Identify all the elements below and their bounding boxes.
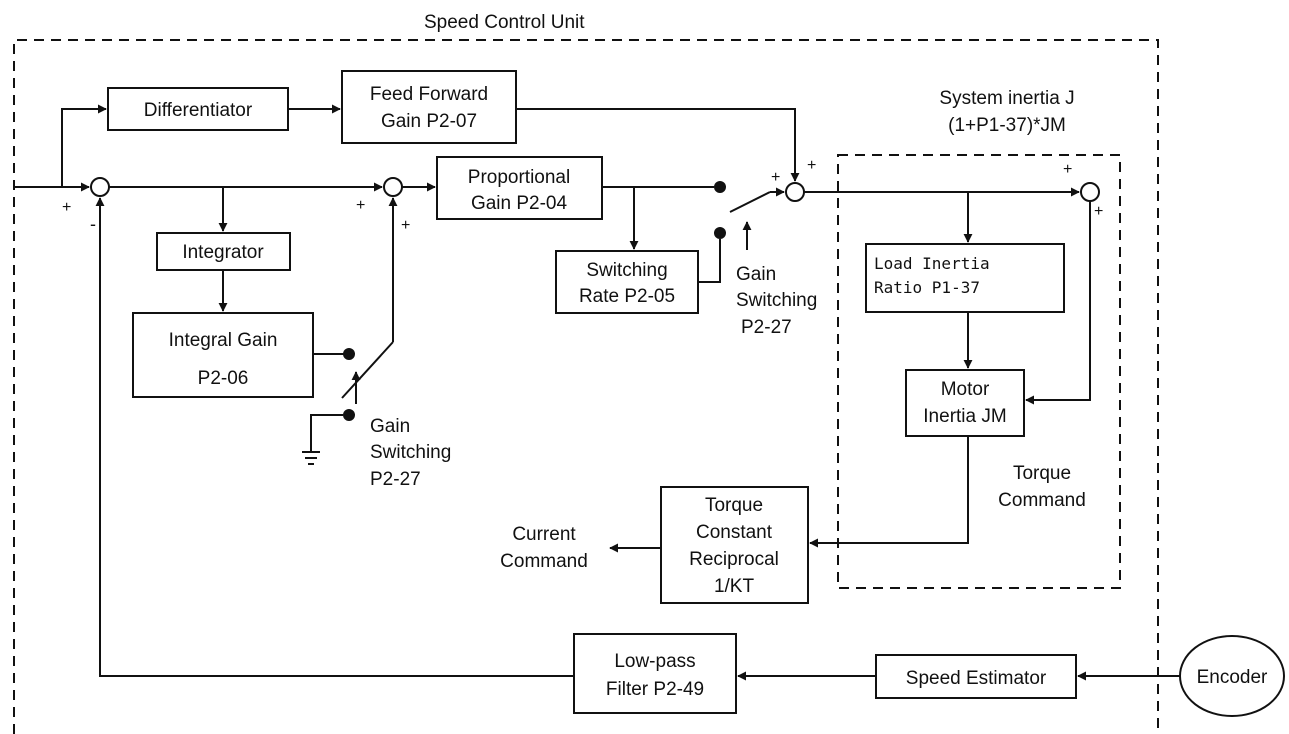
summing-junction-4 bbox=[1080, 182, 1100, 202]
system-inertia-title-2: (1+P1-37)*JM bbox=[948, 115, 1066, 136]
load-inertia-label-2: Ratio P1-37 bbox=[874, 278, 980, 297]
speed-control-unit-boundary bbox=[13, 39, 1159, 734]
sign-plus-sj3-top: + bbox=[807, 157, 816, 174]
low-pass-label-1: Low-pass bbox=[614, 651, 695, 672]
low-pass-label-2: Filter P2-49 bbox=[606, 679, 704, 700]
sign-plus-sj1: + bbox=[62, 199, 71, 216]
speed-control-unit-title: Speed Control Unit bbox=[424, 12, 585, 33]
integrator-label: Integrator bbox=[182, 242, 264, 263]
gain-switch-lower-label-2: Switching bbox=[370, 442, 451, 463]
sign-plus-sj4-left: + bbox=[1063, 161, 1072, 178]
ground-wire bbox=[310, 414, 343, 452]
differentiator-block bbox=[107, 87, 289, 131]
motor-to-torque-constant-wire bbox=[809, 436, 969, 548]
sign-plus-sj2-bottom: + bbox=[401, 217, 410, 234]
current-command-label-2: Command bbox=[500, 551, 588, 572]
torque-command-label-2: Command bbox=[998, 490, 1086, 511]
sign-plus-sj2-left: + bbox=[356, 197, 365, 214]
speed-estimator-label: Speed Estimator bbox=[906, 668, 1047, 689]
torque-constant-label-2: Constant bbox=[696, 522, 773, 543]
torque-constant-label-3: Reciprocal bbox=[689, 549, 779, 570]
upper-switch-contact-bottom bbox=[714, 227, 726, 239]
sign-plus-sj4-bottom: + bbox=[1094, 203, 1103, 220]
summing-junction-2 bbox=[383, 177, 403, 197]
system-inertia-boundary bbox=[837, 154, 1121, 589]
integral-switch-blade bbox=[341, 341, 394, 399]
torque-constant-label-4: 1/KT bbox=[714, 576, 755, 597]
gain-switch-upper-label-2: Switching bbox=[736, 290, 817, 311]
current-command-label-1: Current bbox=[512, 524, 576, 545]
speed-estimator-block bbox=[875, 654, 1077, 699]
feed-forward-block bbox=[341, 70, 517, 144]
proportional-gain-label-1: Proportional bbox=[468, 167, 570, 188]
sj4-to-motor-inertia-wire bbox=[1025, 201, 1091, 405]
torque-constant-label-1: Torque bbox=[705, 495, 763, 516]
encoder-label: Encoder bbox=[1197, 667, 1268, 688]
gain-switch-upper-label-3: P2-27 bbox=[741, 317, 792, 338]
integrator-block bbox=[156, 232, 291, 271]
switching-rate-label-2: Rate P2-05 bbox=[579, 286, 675, 307]
motor-inertia-label-1: Motor bbox=[941, 379, 990, 400]
gain-switch-lower-label-3: P2-27 bbox=[370, 469, 421, 490]
feedforward-to-sj3-wire bbox=[516, 108, 800, 182]
integral-gain-block bbox=[132, 312, 314, 398]
motor-inertia-label-2: Inertia JM bbox=[923, 406, 1006, 427]
upper-switch-blade bbox=[729, 191, 771, 213]
load-inertia-block bbox=[865, 243, 1065, 313]
integral-switch-contact-top bbox=[343, 348, 355, 360]
torque-command-label-1: Torque bbox=[1013, 463, 1071, 484]
integral-gain-label-1: Integral Gain bbox=[169, 330, 278, 351]
sign-plus-sj3-left: + bbox=[771, 169, 780, 186]
summing-junction-3 bbox=[785, 182, 805, 202]
load-inertia-label-1: Load Inertia bbox=[874, 254, 990, 273]
upper-switch-contact-top bbox=[714, 181, 726, 193]
integral-gain-label-2: P2-06 bbox=[198, 368, 249, 389]
low-pass-filter-block bbox=[573, 633, 737, 714]
differentiator-input-wire bbox=[61, 104, 107, 187]
switching-rate-label-1: Switching bbox=[586, 260, 667, 281]
sign-minus-sj1: - bbox=[90, 214, 96, 234]
integral-switch-contact-bottom bbox=[343, 409, 355, 421]
summing-junction-1 bbox=[90, 177, 110, 197]
feed-forward-label-2: Gain P2-07 bbox=[381, 111, 477, 132]
differentiator-label: Differentiator bbox=[144, 100, 253, 121]
feed-forward-label-1: Feed Forward bbox=[370, 84, 488, 105]
gain-switch-lower-label-1: Gain bbox=[370, 416, 410, 437]
gain-switch-upper-label-1: Gain bbox=[736, 264, 776, 285]
proportional-gain-label-2: Gain P2-04 bbox=[471, 193, 568, 214]
motor-inertia-block bbox=[905, 369, 1025, 437]
feedback-to-sj1-wire bbox=[95, 197, 574, 677]
torque-constant-block bbox=[660, 486, 809, 604]
switching-rate-output-wire bbox=[698, 239, 721, 283]
system-inertia-title-1: System inertia J bbox=[939, 88, 1074, 109]
